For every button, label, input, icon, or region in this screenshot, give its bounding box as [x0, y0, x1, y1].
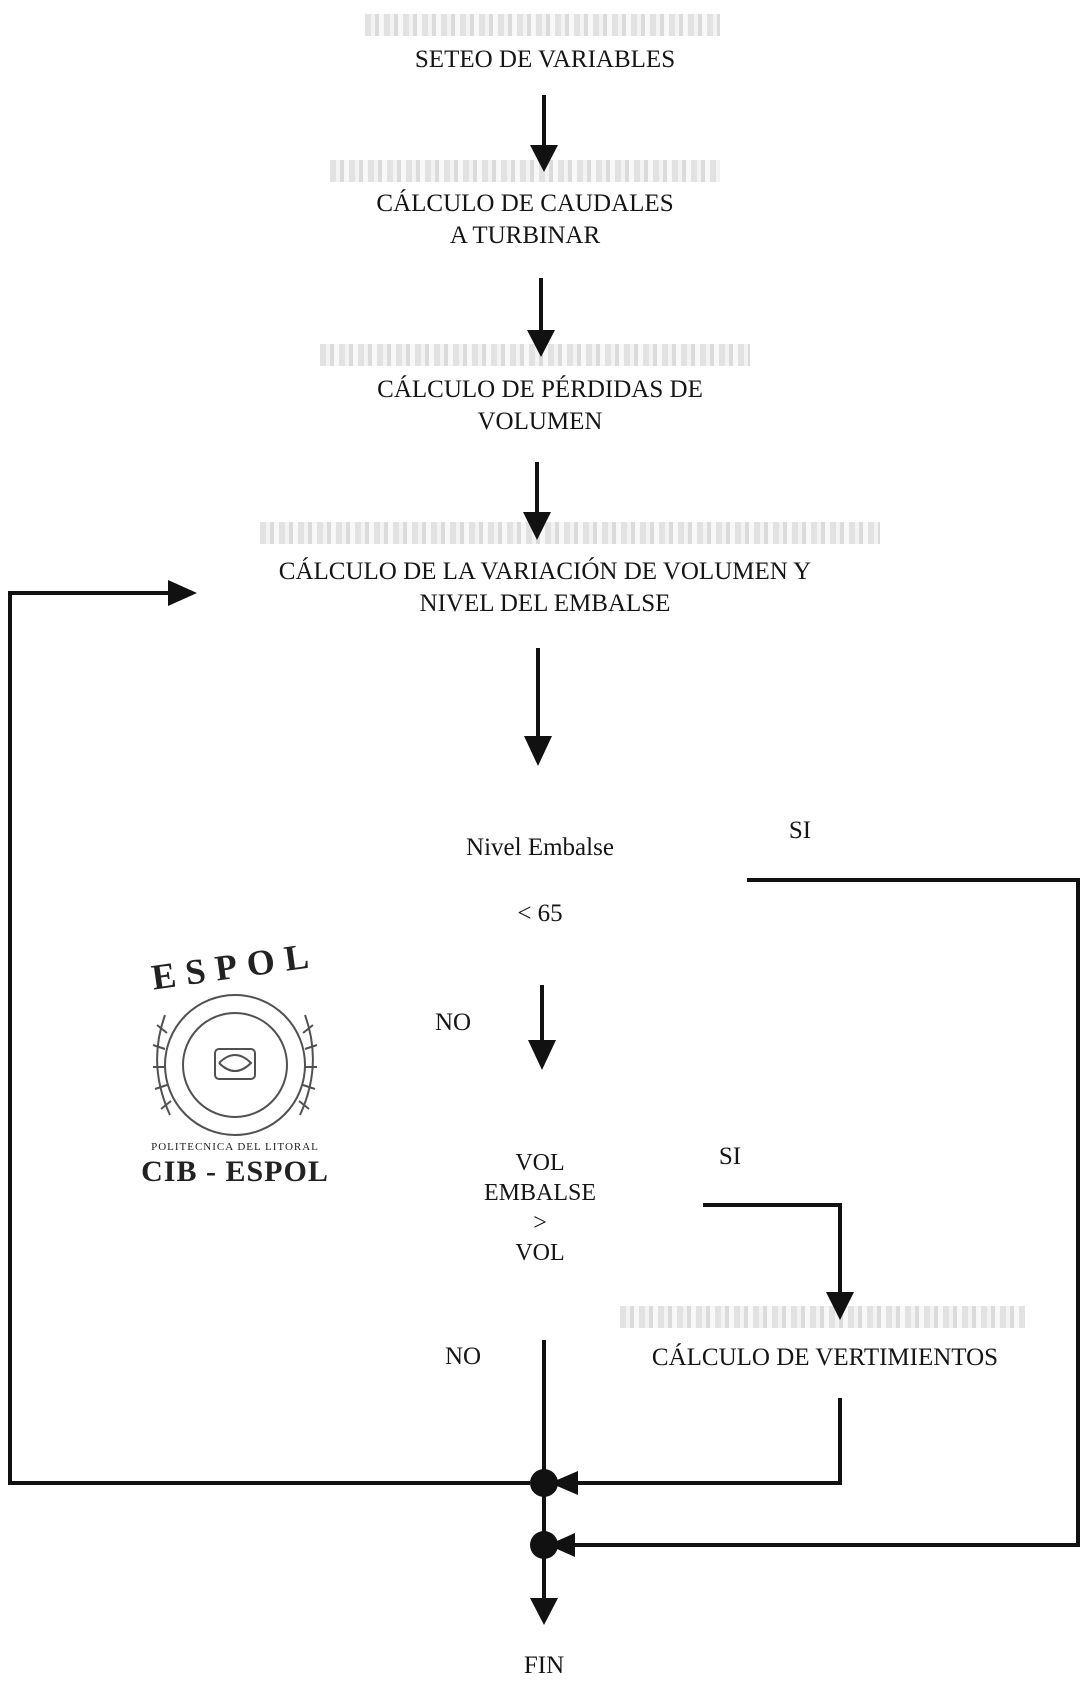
arrowhead-to-end — [530, 1598, 558, 1625]
decision2-yes-label: SI — [718, 1143, 742, 1170]
seal-emblem-icon — [152, 994, 318, 1136]
step-variation-line1: CÁLCULO DE LA VARIACIÓN DE VOLUMEN Y — [278, 558, 812, 585]
decision1-no-label: NO — [434, 1009, 472, 1036]
step-flows-line1: CÁLCULO DE CAUDALES — [376, 190, 674, 217]
arrowhead-decision2-yes — [826, 1292, 854, 1320]
arrowhead-spills-to-merge — [550, 1471, 578, 1495]
decision2-line2: EMBALSE — [483, 1180, 596, 1206]
merge-node-lower — [530, 1531, 558, 1559]
decision2-line3: > — [533, 1210, 547, 1236]
arrowhead-losses-to-variation — [523, 512, 551, 540]
decision2-condition: VOL EMBALSE > VOL — [460, 1148, 620, 1268]
step-spills-label: CÁLCULO DE VERTIMIENTOS — [651, 1344, 999, 1371]
seal-subtitle-text: POLITECNICA DEL LITORAL — [151, 1141, 319, 1153]
connector-decision1-yes — [560, 878, 1080, 1547]
step-losses-line1: CÁLCULO DE PÉRDIDAS DE — [377, 376, 703, 403]
arrowhead-decision1-yes — [548, 1533, 575, 1557]
step-setup-label: SETEO DE VARIABLES — [414, 46, 676, 73]
step-flows: CÁLCULO DE CAUDALES A TURBINAR — [330, 188, 720, 252]
step-spills: CÁLCULO DE VERTIMIENTOS — [625, 1342, 1025, 1374]
box-edge-flows — [330, 160, 720, 182]
step-losses: CÁLCULO DE PÉRDIDAS DE VOLUMEN — [320, 374, 760, 438]
arrowhead-decision1-no — [528, 1040, 556, 1070]
institution-seal: ESPOL POLITECNICA DEL LITORAL CIB - ESPO… — [135, 935, 335, 1195]
seal-bottom-text: CIB - ESPOL — [141, 1155, 329, 1188]
decision1-condition-line2: < 65 — [517, 900, 563, 927]
step-end: FIN — [494, 1650, 594, 1682]
decision1-condition-line1: Nivel Embalse — [466, 834, 614, 861]
arrowhead-setup-to-flows — [530, 145, 558, 172]
box-edge-spills — [620, 1306, 1025, 1328]
decision1-yes-label: SI — [788, 817, 812, 844]
connector-loop-back — [8, 591, 530, 1485]
step-setup: SETEO DE VARIABLES — [360, 44, 730, 76]
merge-node-upper — [530, 1469, 558, 1497]
step-variation-line2: NIVEL DEL EMBALSE — [419, 590, 671, 617]
arrowhead-loop-back — [168, 580, 197, 606]
box-edge-variation — [260, 522, 880, 544]
arrowhead-variation-to-decision1 — [524, 736, 552, 766]
step-variation: CÁLCULO DE LA VARIACIÓN DE VOLUMEN Y NIV… — [230, 556, 860, 620]
arrowhead-flows-to-losses — [527, 330, 555, 357]
step-losses-line2: VOLUMEN — [477, 408, 603, 435]
step-flows-line2: A TURBINAR — [449, 222, 601, 249]
box-edge-losses — [320, 344, 750, 366]
decision2-line1: VOL — [515, 1150, 565, 1176]
connector-spills-to-merge — [560, 1398, 842, 1485]
box-edge-setup — [365, 14, 720, 36]
decision2-line4: VOL — [515, 1240, 565, 1266]
step-end-label: FIN — [523, 1652, 565, 1679]
decision2-no-label: NO — [444, 1343, 482, 1370]
connector-decision2-yes — [703, 1203, 842, 1300]
